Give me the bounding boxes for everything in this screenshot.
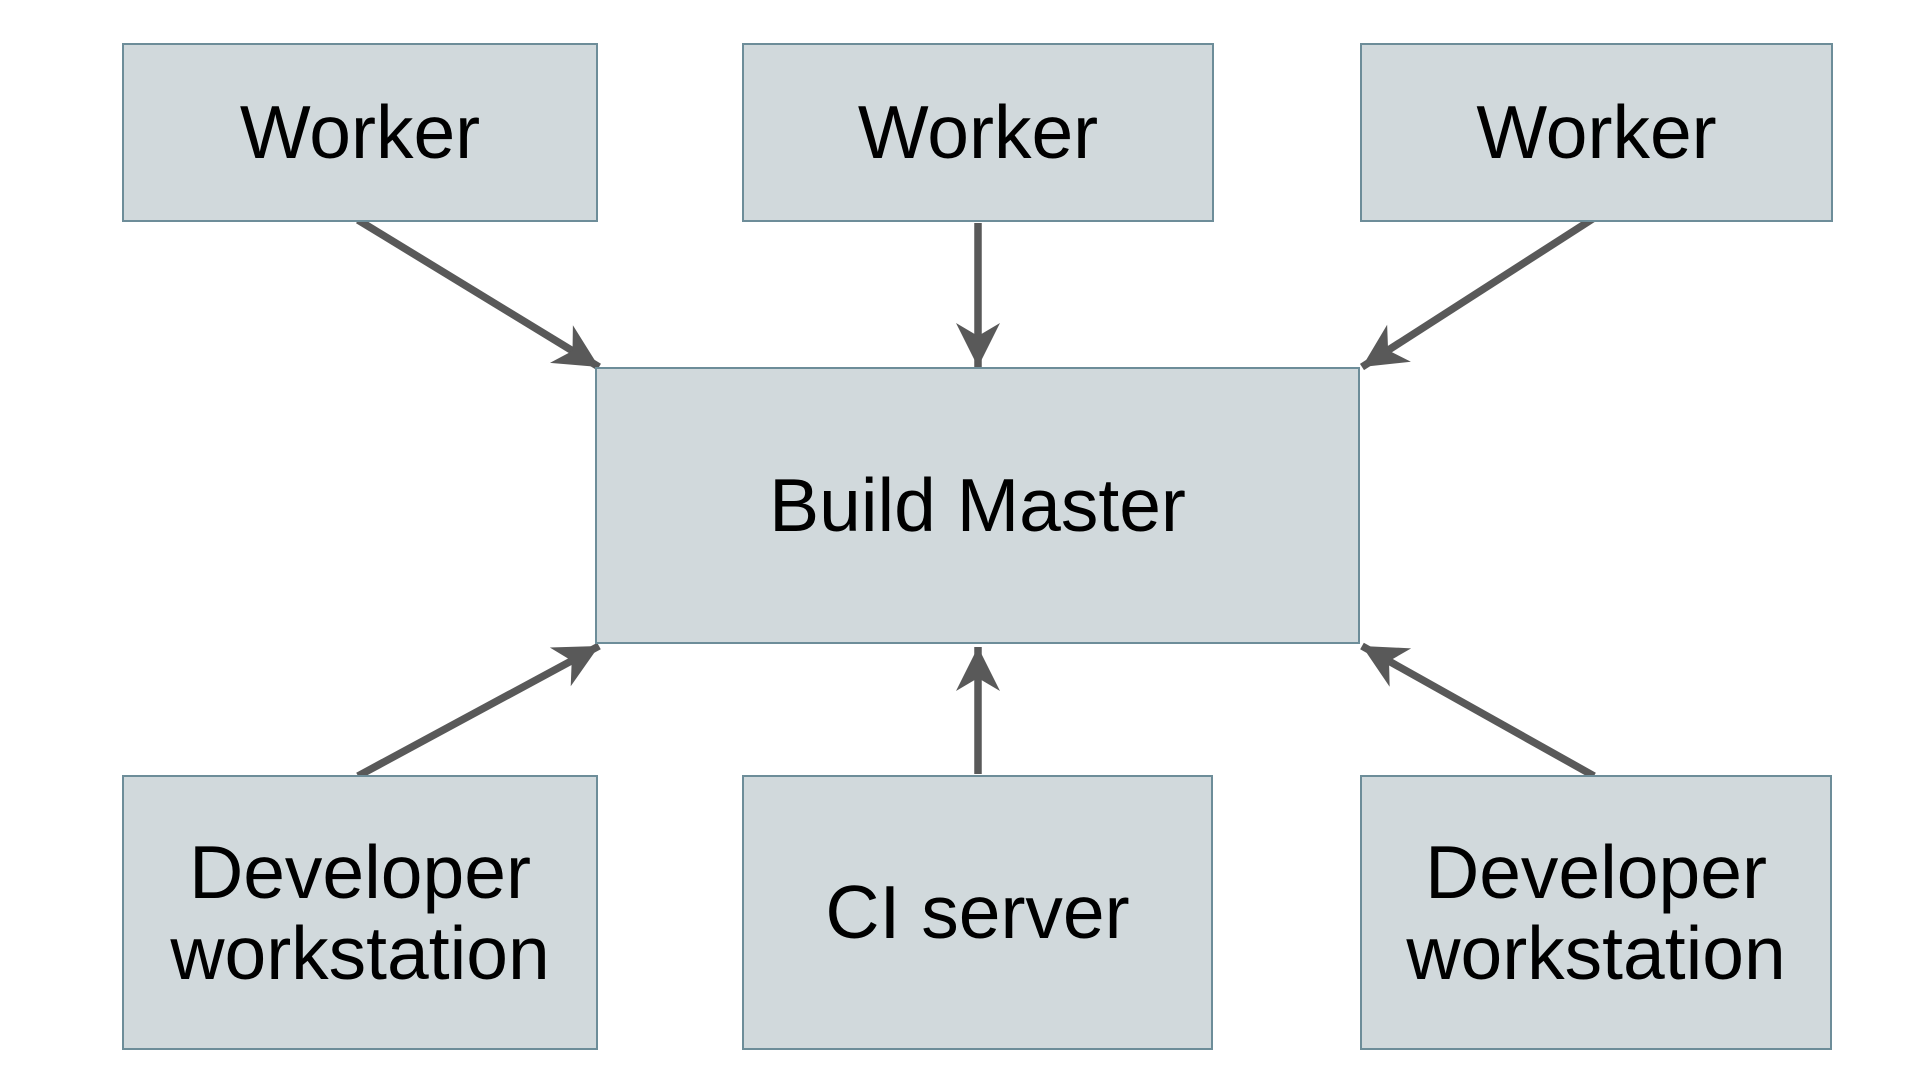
- node-developer-workstation-right-label: Developer workstation: [1406, 829, 1786, 995]
- node-ci-server-label: CI server: [825, 870, 1130, 954]
- node-worker-right-label: Worker: [1476, 90, 1717, 174]
- arrow-worker-left-to-build-master: [356, 216, 601, 371]
- node-worker-middle: Worker: [742, 43, 1214, 222]
- arrow-worker-right-to-build-master: [1359, 214, 1597, 371]
- node-worker-left: Worker: [122, 43, 598, 222]
- arrow-dev-workstation-right-to-build-master: [1360, 642, 1596, 780]
- node-ci-server: CI server: [742, 775, 1213, 1050]
- node-worker-right: Worker: [1360, 43, 1833, 222]
- arrow-dev-workstation-left-to-build-master: [356, 642, 601, 780]
- node-developer-workstation-left: Developer workstation: [122, 775, 598, 1050]
- node-build-master-label: Build Master: [769, 463, 1186, 547]
- node-developer-workstation-left-label: Developer workstation: [170, 829, 550, 995]
- node-worker-left-label: Worker: [239, 90, 481, 174]
- node-developer-workstation-right: Developer workstation: [1360, 775, 1832, 1050]
- node-worker-middle-label: Worker: [857, 90, 1099, 174]
- node-build-master: Build Master: [595, 367, 1360, 644]
